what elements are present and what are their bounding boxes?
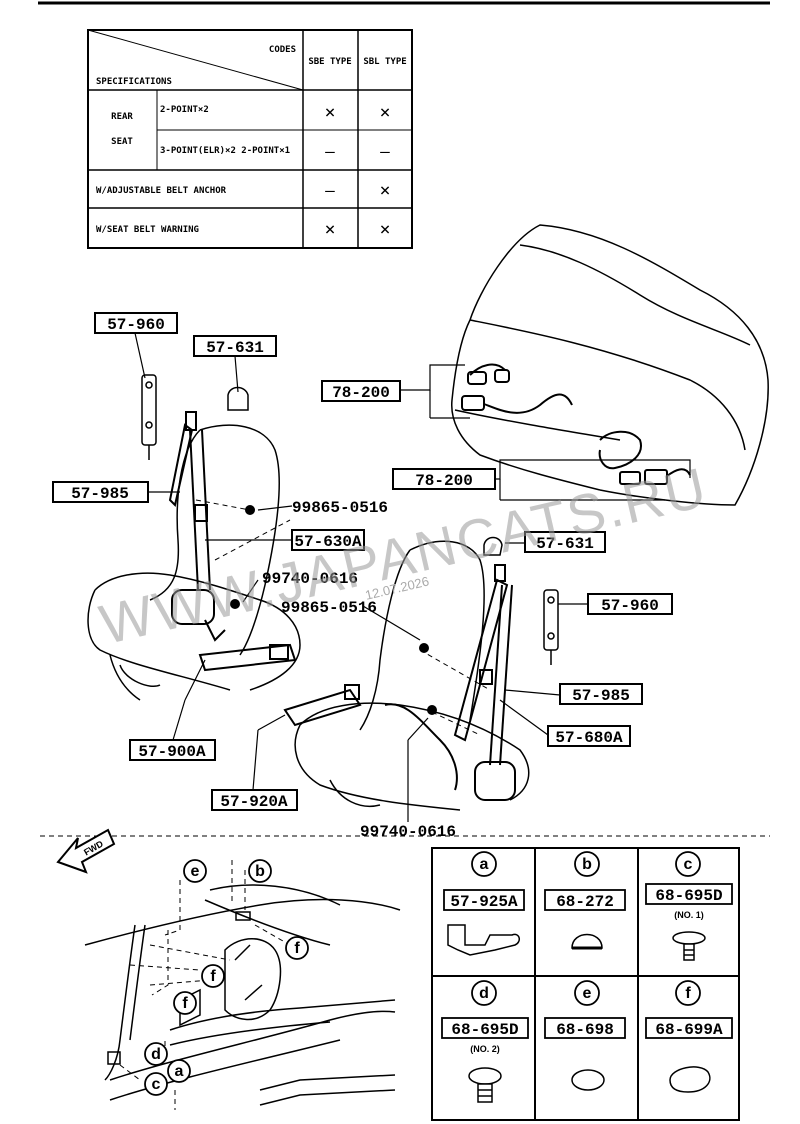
- callout-57-920a: 57-920A: [220, 793, 288, 811]
- detail-letter-c: c: [152, 1076, 161, 1093]
- fwd-arrow: FWD: [56, 828, 116, 874]
- spec-table: [87, 29, 413, 249]
- callout-99740-bottom: 99740-0616: [360, 823, 456, 841]
- callout-99865-top: 99865-0516: [292, 499, 388, 517]
- row3-sbl-mark: ×: [380, 180, 391, 201]
- callout-57-631-left: 57-631: [206, 339, 264, 357]
- left-seatbelt: [168, 411, 297, 672]
- part-c-note: (NO. 1): [674, 910, 704, 920]
- row1-label: 2-POINT×2: [160, 105, 209, 115]
- left-cap-57-631: [227, 386, 249, 411]
- rear-harness-78-200: [461, 363, 691, 485]
- detail-letter-a: a: [175, 1063, 184, 1080]
- row2-label: 3-POINT(ELR)×2 2-POINT×1: [160, 146, 290, 156]
- parts-grid: [431, 847, 740, 1121]
- part-b-code: 68-272: [556, 893, 614, 911]
- part-d-note: (NO. 2): [470, 1044, 500, 1054]
- callout-57-960-right: 57-960: [601, 597, 659, 615]
- row2-sbl-mark: —: [380, 142, 390, 161]
- callout-57-960-left: 57-960: [107, 316, 165, 334]
- seat-label: SEAT: [111, 137, 133, 147]
- dashed-guides: [40, 499, 770, 837]
- row4-sbl-mark: ×: [380, 219, 391, 240]
- flat-plug-icon: [669, 1066, 711, 1093]
- rear-label: REAR: [111, 112, 133, 122]
- callout-99865-mid: 99865-0516: [281, 599, 377, 617]
- right-height-adjuster: [543, 589, 559, 665]
- part-d-code: 68-695D: [451, 1021, 518, 1039]
- part-f-letter: f: [685, 985, 691, 1002]
- callout-57-900a: 57-900A: [138, 743, 206, 761]
- row4-sbe-mark: ×: [325, 219, 336, 240]
- detail-letter-f-3: f: [182, 995, 188, 1012]
- callout-57-630a: 57-630A: [294, 533, 362, 551]
- oval-plug-icon: [571, 1069, 605, 1091]
- part-b-letter: b: [582, 856, 592, 873]
- detail-letter-b: b: [255, 863, 265, 880]
- row3-sbe-mark: —: [325, 181, 335, 200]
- callout-57-985-left: 57-985: [71, 485, 129, 503]
- part-a-code: 57-925A: [450, 893, 518, 911]
- part-e-letter: e: [583, 985, 592, 1002]
- part-cell-f: f 68-699A: [645, 980, 733, 1093]
- detail-letter-e: e: [191, 863, 200, 880]
- left-height-adjuster: [141, 374, 157, 460]
- part-a-letter: a: [480, 856, 489, 873]
- detail-circles: [144, 859, 309, 1096]
- row4-label: W/SEAT BELT WARNING: [96, 225, 199, 235]
- callout-78-200-top: 78-200: [332, 384, 390, 402]
- clip-fastener-icon: [672, 931, 706, 961]
- row1-sbe-mark: ×: [325, 102, 336, 123]
- callout-99740-top: 99740-0616: [262, 570, 358, 588]
- part-c-letter: c: [684, 856, 693, 873]
- part-cell-a: a 57-925A: [443, 851, 525, 956]
- callout-57-680a: 57-680A: [555, 729, 623, 747]
- part-cell-b: b 68-272: [544, 851, 626, 950]
- callout-57-985-right: 57-985: [572, 687, 630, 705]
- right-seatbelt: [283, 564, 516, 801]
- part-f-code: 68-699A: [655, 1021, 723, 1039]
- col-sbl-header: SBL TYPE: [363, 57, 406, 67]
- part-e-code: 68-698: [556, 1021, 614, 1039]
- callout-57-631-right: 57-631: [536, 535, 594, 553]
- right-seat-drawing: [294, 540, 530, 811]
- part-cell-e: e 68-698: [544, 980, 626, 1091]
- row2-sbe-mark: —: [325, 142, 335, 161]
- col-sbe-header: SBE TYPE: [308, 57, 351, 67]
- detail-letter-f-1: f: [294, 940, 300, 957]
- row3-label: W/ADJUSTABLE BELT ANCHOR: [96, 186, 227, 196]
- row1-sbl-mark: ×: [380, 102, 391, 123]
- part-cell-c: c 68-695D (NO. 1): [645, 851, 733, 961]
- right-cap-57-631: [483, 536, 503, 556]
- rear-seat-drawing: [451, 224, 769, 506]
- callout-78-200-mid: 78-200: [415, 472, 473, 490]
- right-bolts: [419, 643, 437, 715]
- callout-boxes: [52, 312, 673, 811]
- push-clip-icon: [468, 1067, 502, 1103]
- specifications-label: SPECIFICATIONS: [96, 77, 172, 87]
- detail-letter-f-2: f: [210, 968, 216, 985]
- part-d-letter: d: [479, 985, 489, 1002]
- floor-detail-drawing: [84, 884, 401, 1106]
- part-c-code: 68-695D: [655, 887, 722, 905]
- detail-letter-d: d: [151, 1046, 161, 1063]
- part-cell-d: d 68-695D (NO. 2): [441, 980, 529, 1103]
- plug-cap-icon: [571, 933, 603, 949]
- codes-label: CODES: [269, 45, 296, 55]
- leader-lines: [134, 332, 691, 822]
- bracket-icon: [447, 924, 520, 956]
